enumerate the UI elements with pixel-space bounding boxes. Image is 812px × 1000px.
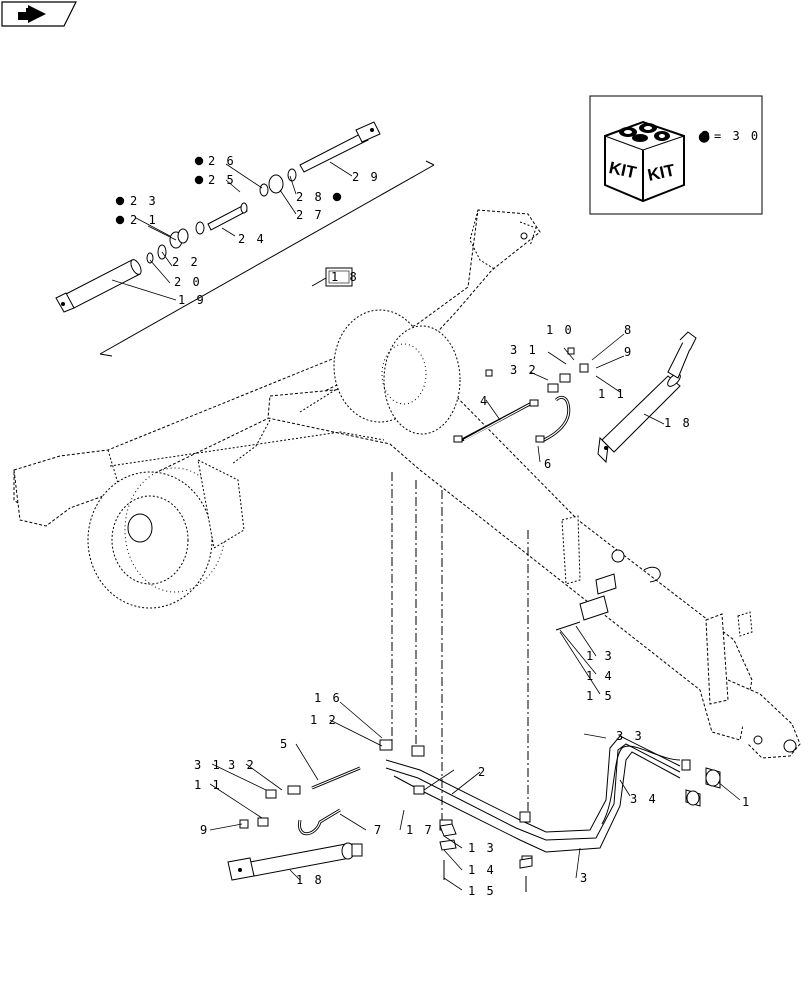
kit-marker-30	[700, 130, 710, 140]
callout-18-upper: 1 8	[664, 416, 692, 430]
callout-15-upper: 1 5	[586, 689, 614, 703]
callout-1: 1	[742, 795, 751, 809]
callout-31-lower: 3 1	[194, 758, 222, 772]
callout-11-upper: 1 1	[598, 387, 626, 401]
callout-4: 4	[480, 394, 489, 408]
alignment-lines	[391, 472, 529, 820]
kit-box-icon: KIT KIT	[604, 120, 685, 203]
main-frame	[13, 209, 801, 759]
group-ref-label: 1 8	[331, 270, 359, 284]
kit-markers	[115, 130, 710, 225]
return-arrow-icon	[18, 5, 46, 23]
callout-33: 3 3	[616, 729, 644, 743]
exploded-leaders	[111, 161, 353, 301]
kit-marker-21	[115, 215, 125, 225]
kit-marker-25	[194, 175, 204, 185]
lower-hoses	[239, 766, 361, 836]
callout-29: 2 9	[352, 170, 380, 184]
callout-20: 2 0	[174, 275, 202, 289]
callout-11-lower: 1 1	[194, 778, 222, 792]
callout-7: 7	[374, 823, 383, 837]
callout-19: 1 9	[178, 293, 206, 307]
callout-21: 2 1	[130, 213, 158, 227]
callout-34: 3 4	[630, 792, 658, 806]
lower-tube-assembly	[379, 735, 721, 865]
callout-15-lower: 1 5	[468, 884, 496, 898]
callout-14-lower: 1 4	[468, 863, 496, 877]
group-ref-box[interactable]: 1 8	[325, 267, 359, 287]
right-wheel	[333, 309, 461, 435]
callout-13-upper: 1 3	[586, 649, 614, 663]
callout-13-lower: 1 3	[468, 841, 496, 855]
callout-6: 6	[544, 457, 553, 471]
callout-22: 2 2	[172, 255, 200, 269]
callout-26: 2 6	[208, 154, 236, 168]
callout-2: 2	[478, 765, 487, 779]
kit-marker-26	[194, 156, 204, 166]
callout-17: 1 7	[406, 823, 434, 837]
kit-marker-28	[332, 192, 342, 202]
callout-23: 2 3	[130, 194, 158, 208]
callout-28: 2 8	[296, 190, 324, 204]
left-wheel	[87, 459, 245, 609]
callout-16: 1 6	[314, 691, 342, 705]
callout-27: 2 7	[296, 208, 324, 222]
upper-hoses	[453, 347, 589, 443]
lower-cylinder-18	[227, 842, 363, 881]
lower-clamp-hardware	[439, 823, 533, 892]
kit-marker-23	[115, 196, 125, 206]
callout-32-lower: 3 2	[228, 758, 256, 772]
callout-18-lower: 1 8	[296, 873, 324, 887]
callout-labels: 2 6 2 5 2 3 2 1 2 4 2 2 2 0 1 9 2 8 2 7 …	[130, 154, 751, 898]
callout-9-upper: 9	[624, 345, 633, 359]
callout-9-lower: 9	[200, 823, 209, 837]
upper-clamp-hardware	[555, 573, 617, 631]
callout-leaders	[209, 333, 741, 891]
return-button[interactable]	[1, 1, 77, 27]
callout-12: 1 2	[310, 713, 338, 727]
kit-ref-label: = 3 0	[714, 129, 760, 143]
callout-32-upper: 3 2	[510, 363, 538, 377]
callout-24: 2 4	[238, 232, 266, 246]
callout-5: 5	[280, 737, 289, 751]
callout-8: 8	[624, 323, 633, 337]
upper-cylinder-18	[597, 331, 697, 464]
kit-legend: KIT KIT ● = 3 0	[589, 95, 763, 215]
callout-25: 2 5	[208, 173, 236, 187]
callout-3: 3	[580, 871, 589, 885]
exploded-view-bracket	[99, 160, 435, 357]
callout-14-upper: 1 4	[586, 669, 614, 683]
callout-10: 1 0	[546, 323, 574, 337]
callout-31-upper: 3 1	[510, 343, 538, 357]
